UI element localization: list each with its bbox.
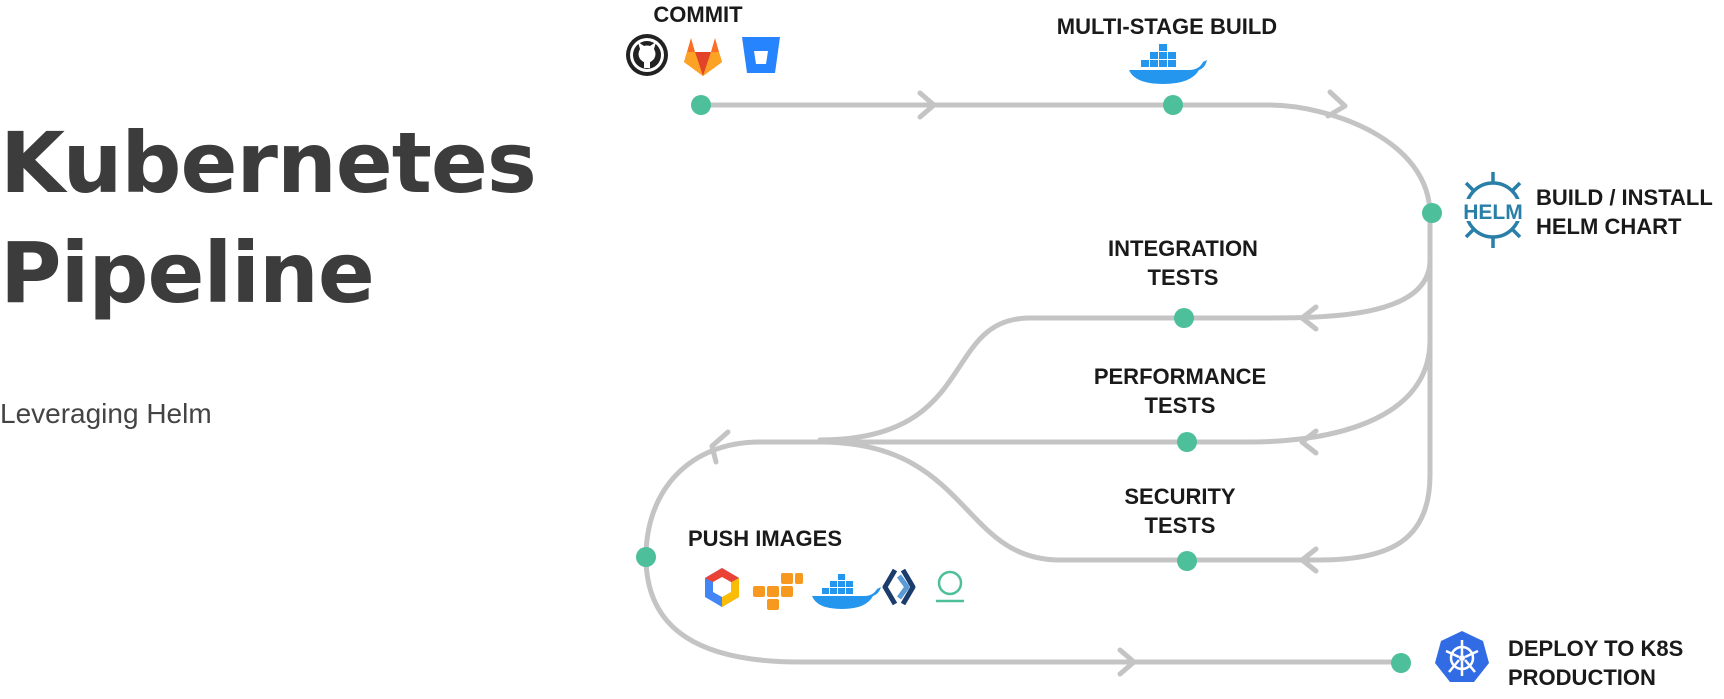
label-push: PUSH IMAGES — [688, 526, 842, 551]
node-security — [1177, 551, 1197, 571]
label-helm-1: BUILD / INSTALL — [1536, 185, 1713, 210]
docker-hub-icon — [812, 574, 881, 609]
node-deploy — [1391, 653, 1411, 673]
track-security-return — [817, 439, 1323, 563]
helm-logo-text: HELM — [1463, 201, 1523, 224]
track-integration-return — [817, 257, 1433, 443]
page-subtitle: Leveraging Helm — [0, 398, 212, 429]
label-build: MULTI-STAGE BUILD — [1057, 14, 1277, 39]
arrow-performance — [1299, 428, 1319, 456]
gcr-icon — [705, 568, 739, 607]
stage-labels: COMMIT MULTI-STAGE BUILD BUILD / INSTALL… — [653, 2, 1712, 690]
github-icon — [626, 34, 668, 76]
bitbucket-icon — [742, 37, 780, 73]
arrow-commit-build — [917, 90, 937, 120]
arrow-security — [1299, 546, 1319, 574]
label-performance-1: PERFORMANCE — [1094, 364, 1266, 389]
label-performance-2: TESTS — [1145, 393, 1216, 418]
aws-ecr-icon — [753, 573, 803, 610]
track-commit-to-helm — [697, 102, 1433, 218]
quay-icon — [936, 570, 964, 603]
label-integration-1: INTEGRATION — [1108, 236, 1258, 261]
arrow-integration — [1299, 304, 1319, 332]
node-performance — [1177, 432, 1197, 452]
node-helm — [1422, 203, 1442, 223]
label-deploy-2: PRODUCTION — [1508, 665, 1656, 690]
label-security-2: TESTS — [1145, 513, 1216, 538]
node-commit — [691, 95, 711, 115]
kubernetes-icon — [1435, 631, 1489, 682]
label-commit: COMMIT — [653, 2, 743, 27]
helm-icon: HELM — [1463, 172, 1523, 248]
track-helm-trunk — [1317, 212, 1433, 563]
node-build — [1163, 95, 1183, 115]
docker-icon — [1129, 44, 1207, 84]
title-line-2: Pipeline — [0, 224, 375, 322]
label-integration-2: TESTS — [1148, 265, 1219, 290]
arrow-deploy — [1117, 647, 1137, 677]
gitlab-icon — [684, 38, 722, 76]
page-title: Kubernetes Pipeline — [0, 108, 537, 328]
arrow-build-helm — [1325, 89, 1348, 119]
pipeline-track — [643, 102, 1433, 665]
title-line-1: Kubernetes — [0, 114, 537, 212]
label-security-1: SECURITY — [1124, 484, 1236, 509]
stage-nodes — [636, 95, 1442, 673]
track-arrows — [709, 89, 1348, 677]
label-deploy-1: DEPLOY TO K8S — [1508, 636, 1683, 661]
node-push — [636, 547, 656, 567]
track-performance-return — [817, 337, 1433, 445]
harbor-icon — [882, 568, 916, 606]
arrow-merge — [709, 429, 731, 465]
label-helm-2: HELM CHART — [1536, 214, 1682, 239]
node-integration — [1174, 308, 1194, 328]
